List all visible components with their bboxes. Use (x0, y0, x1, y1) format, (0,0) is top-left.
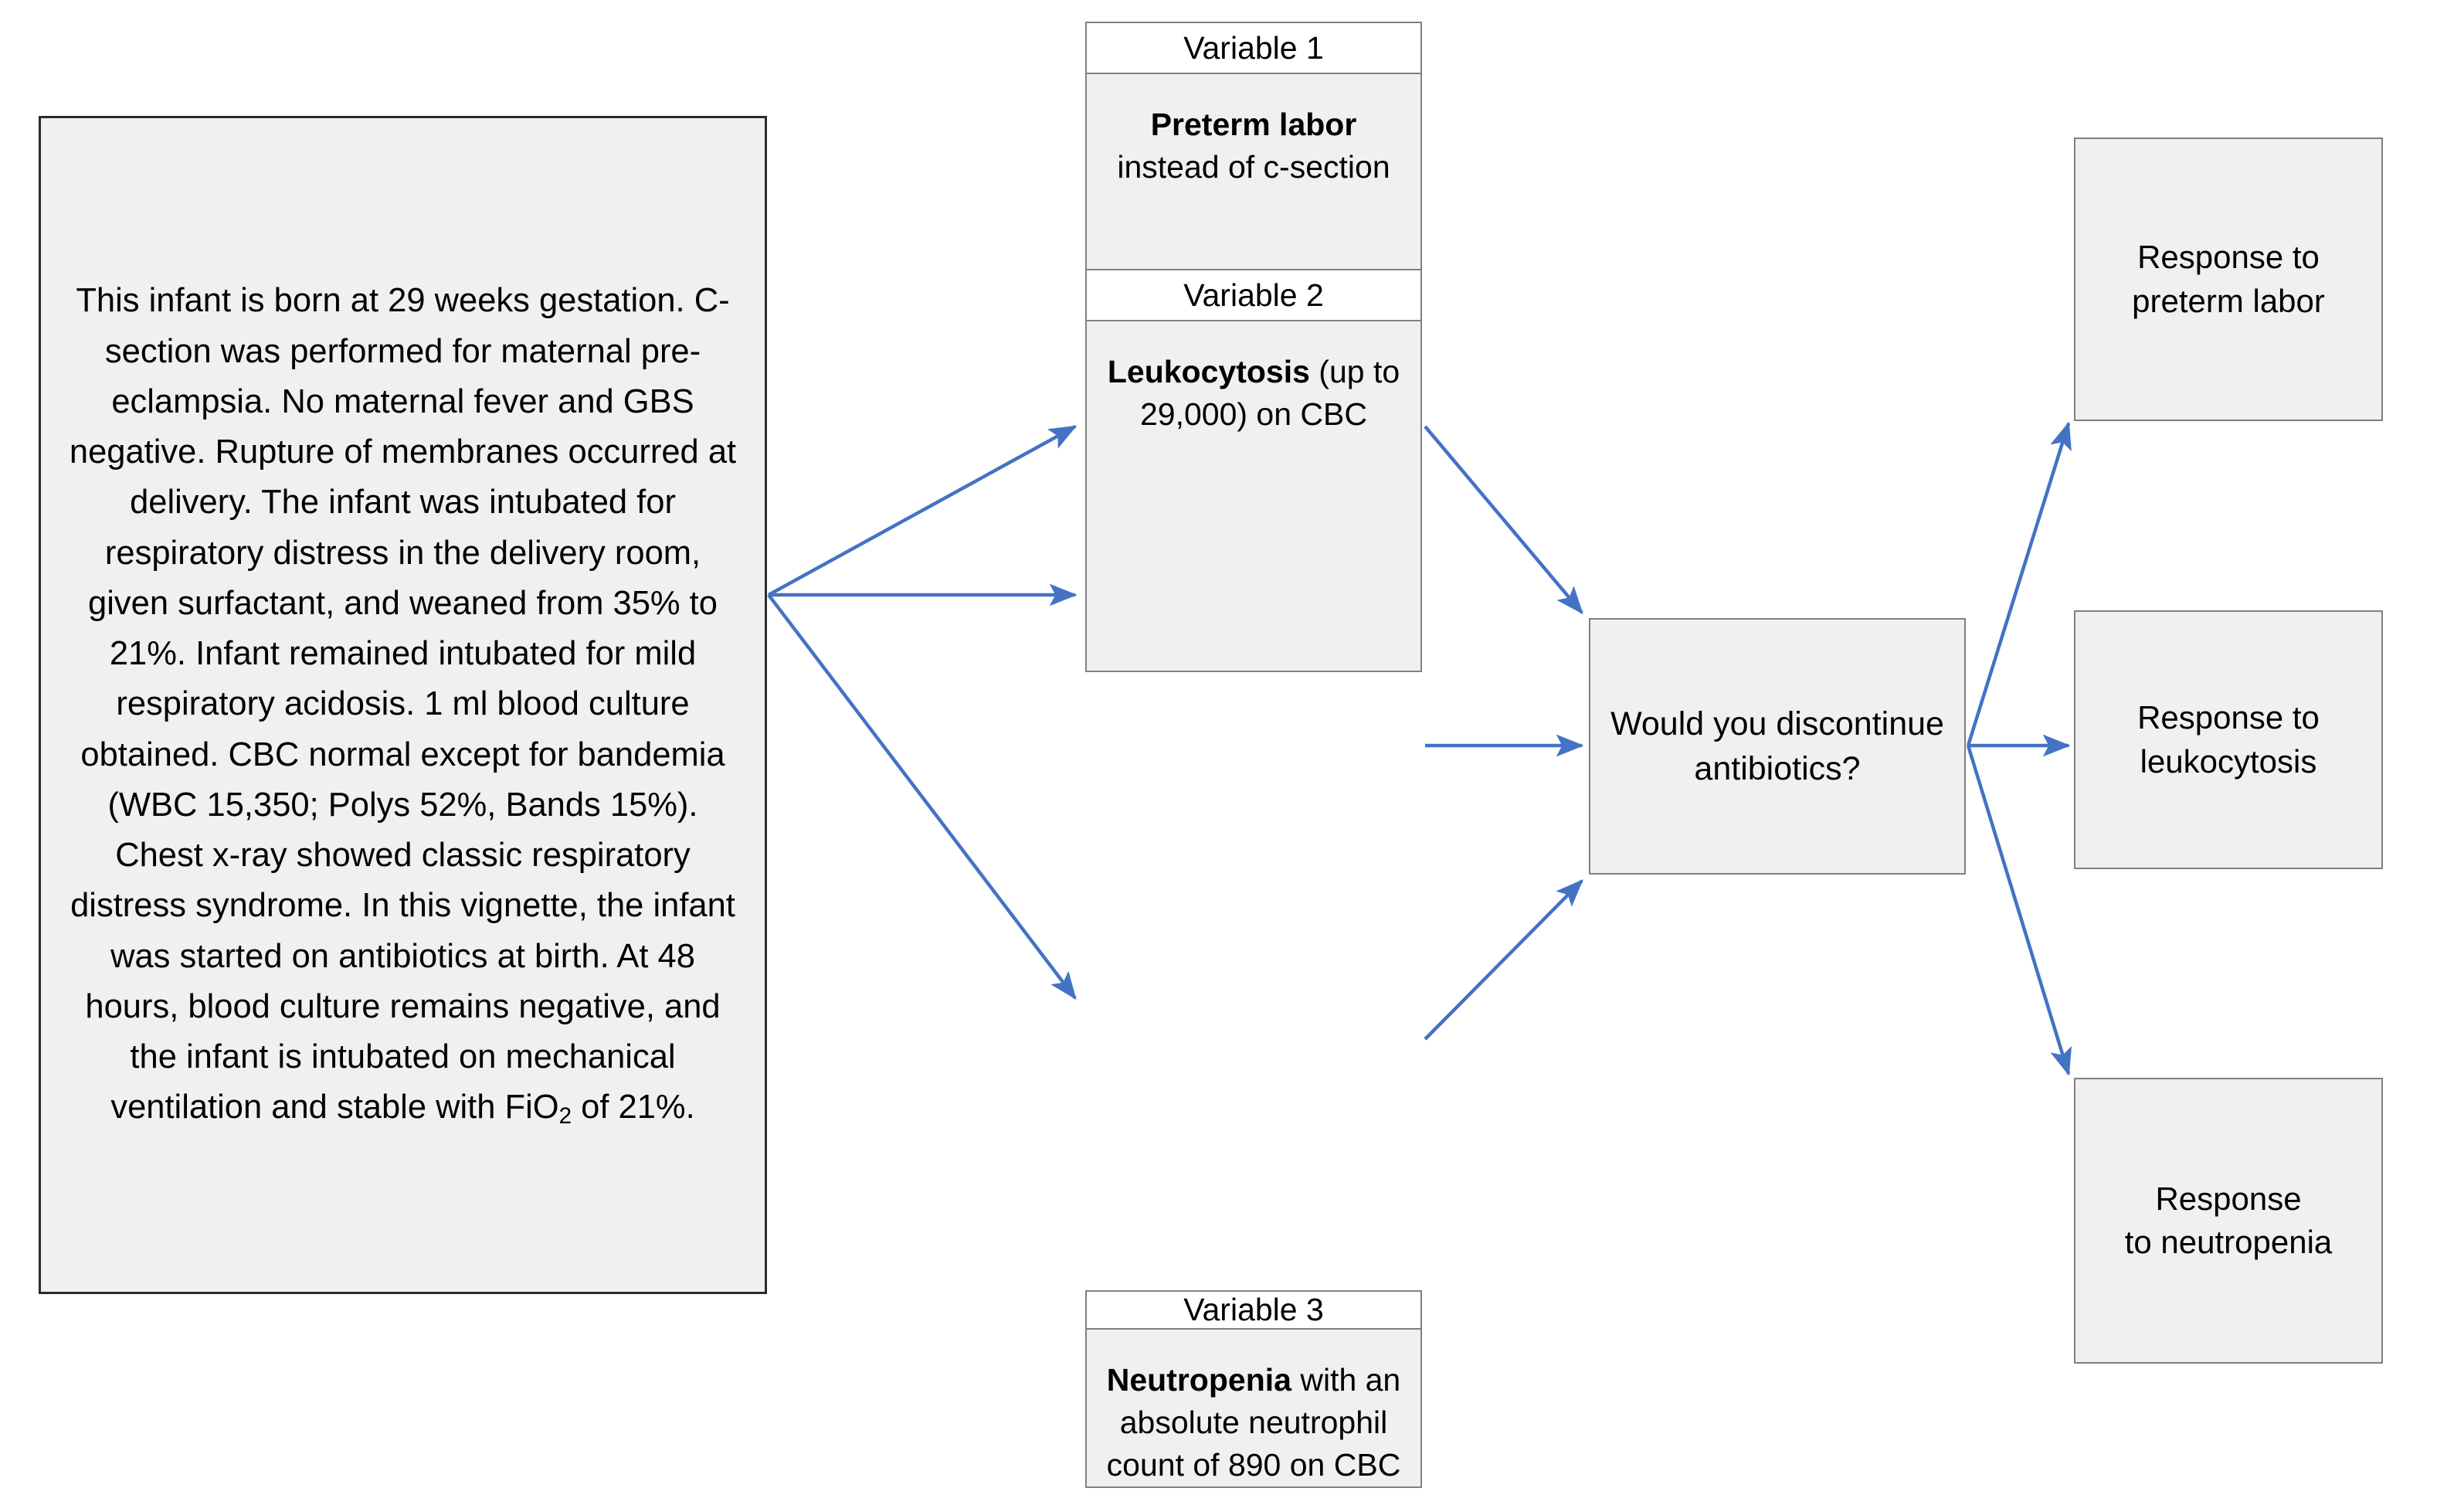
response-1-label: Response to preterm labor (2132, 239, 2325, 319)
response-box-neutropenia: Response to neutropenia (2074, 1078, 2383, 1364)
response-box-preterm-labor: Response to preterm labor (2074, 138, 2383, 421)
fio2-subscript: 2 (558, 1103, 572, 1130)
variable-2-header: Variable 2 (1085, 269, 1422, 321)
arrow-vignette-to-variable-3 (767, 593, 1077, 1001)
variable-1-emphasis: Preterm labor (1150, 107, 1357, 142)
variable-2-emphasis: Leukocytosis (1107, 354, 1310, 389)
decision-box: Would you discontinue antibiotics? (1589, 618, 1966, 875)
vignette-text: This infant is born at 29 weeks gestatio… (67, 276, 738, 1133)
response-3-label: Response to neutropenia (2124, 1180, 2333, 1260)
variable-3-body: Neutropenia with an absolute neutrophil … (1085, 1330, 1422, 1488)
variable-1-header: Variable 1 (1085, 22, 1422, 74)
response-2-label: Response to leukocytosis (2137, 699, 2320, 780)
variable-3-detail: with an absolute neutrophil count of 890… (1106, 1362, 1401, 1483)
arrow-decision-to-response-1 (1966, 421, 2072, 746)
arrow-variable-1-to-decision (1424, 425, 1583, 615)
decision-question: Would you discontinue antibiotics? (1610, 705, 1944, 787)
response-box-leukocytosis: Response to leukocytosis (2074, 610, 2383, 869)
variable-2-body: Leukocytosis (up to 29,000) on CBC (1085, 321, 1422, 672)
variable-3-emphasis: Neutropenia (1106, 1362, 1291, 1398)
variable-2-detail: (up to 29,000) on CBC (1139, 354, 1400, 432)
arrow-variable-3-to-decision (1424, 879, 1583, 1041)
variable-2-card: Variable 2 Leukocytosis (up to 29,000) o… (1085, 269, 1422, 672)
variable-3-header: Variable 3 (1085, 1290, 1422, 1330)
arrow-decision-to-response-3 (1966, 745, 2072, 1076)
arrow-vignette-to-variable-1 (767, 425, 1078, 596)
vignette-text-part2: of 21%. (572, 1089, 695, 1126)
vignette-box: This infant is born at 29 weeks gestatio… (39, 116, 767, 1294)
variable-1-detail: instead of c-section (1117, 148, 1390, 185)
variable-3-card: Variable 3 Neutropenia with an absolute … (1085, 1290, 1422, 1488)
vignette-text-part1: This infant is born at 29 weeks gestatio… (69, 282, 737, 1126)
